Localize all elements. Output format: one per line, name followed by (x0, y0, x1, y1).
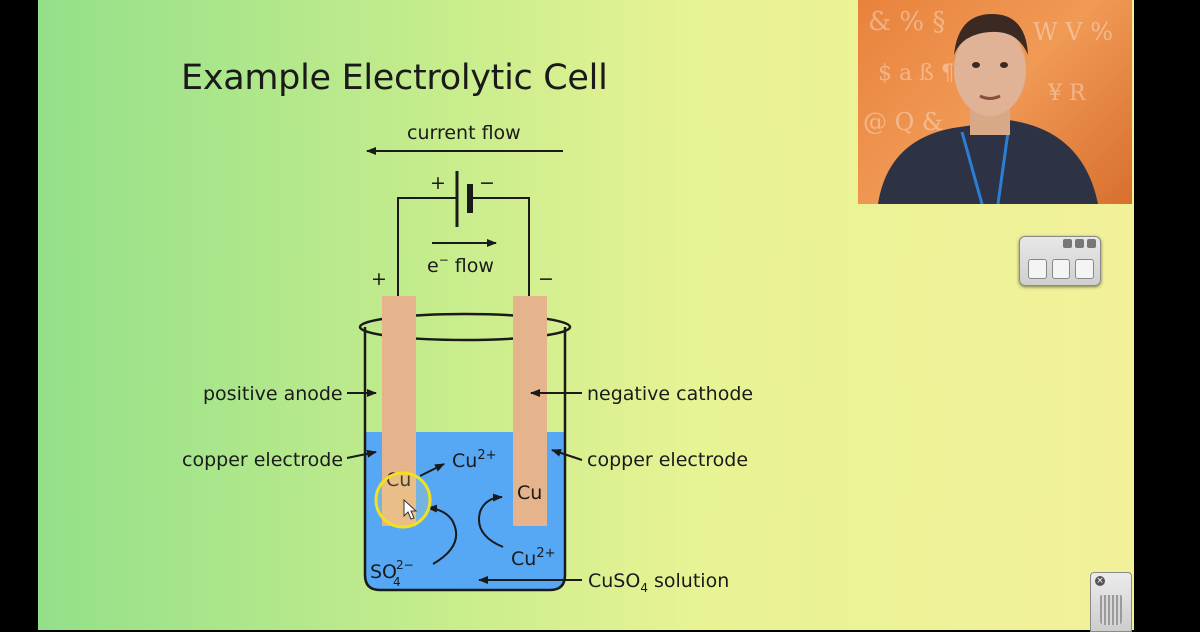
slide-title: Example Electrolytic Cell (181, 58, 608, 98)
svg-text:W V %: W V % (1033, 18, 1113, 46)
svg-text:¥ R: ¥ R (1047, 81, 1087, 106)
eraser-icon[interactable] (1051, 259, 1071, 279)
mouse-pointer-icon (403, 498, 418, 520)
anode-electrode (382, 296, 416, 526)
restore-icon[interactable] (1075, 239, 1084, 248)
trash-widget[interactable]: × (1090, 572, 1132, 632)
minimize-icon[interactable] (1063, 239, 1072, 248)
close-icon[interactable] (1087, 239, 1096, 248)
presenter-webcam: & % § $ a ß ¶ @ Q & W V % ¥ R (858, 0, 1132, 204)
negative-cathode-label: negative cathode (587, 383, 753, 405)
sulfate-ion-label: SO2−4 (370, 558, 414, 589)
svg-text:@ Q &: @ Q & (863, 108, 943, 136)
sulfate-arrow (427, 504, 458, 565)
electron-flow-label: e− flow (427, 253, 494, 277)
cathode-electrode (513, 296, 547, 526)
wire-left (397, 197, 457, 296)
trash-icon[interactable] (1100, 595, 1122, 625)
annotation-toolbar[interactable] (1019, 236, 1101, 286)
battery-minus-label: − (479, 172, 495, 194)
battery-plus-label: + (430, 172, 446, 194)
deposition-arrow (478, 493, 504, 548)
dissolution-arrow (419, 463, 445, 477)
pointer-icon[interactable] (1075, 259, 1095, 279)
cu2-ion-bottom-label: Cu2+ (511, 546, 555, 570)
cuso4-solution-label: CuSO4 solution (588, 570, 729, 595)
beaker (363, 327, 567, 592)
close-icon[interactable]: × (1095, 576, 1105, 586)
positive-anode-label: positive anode (203, 383, 343, 405)
cathode-minus-label: − (538, 268, 554, 290)
cu-cathode-label: Cu (517, 482, 542, 504)
svg-text:$ a ß ¶: $ a ß ¶ (878, 61, 955, 86)
svg-text:& % §: & % § (868, 7, 945, 37)
copper-right-pointer-arrow (551, 449, 583, 461)
cursor-highlight-ring (374, 471, 432, 529)
copper-left-pointer-arrow (346, 449, 377, 459)
copper-electrode-left-label: copper electrode (182, 449, 343, 471)
toolbar-window-controls (1020, 237, 1100, 253)
cu2-ion-top-label: Cu2+ (452, 448, 496, 472)
pen-icon[interactable] (1028, 259, 1047, 279)
wire-right (470, 197, 530, 296)
current-flow-label: current flow (407, 122, 521, 144)
copper-electrode-right-label: copper electrode (587, 449, 748, 471)
anode-plus-label: + (371, 268, 387, 290)
beaker-rim (358, 312, 572, 342)
presenter-icon: & % § $ a ß ¶ @ Q & W V % ¥ R (863, 7, 1113, 204)
